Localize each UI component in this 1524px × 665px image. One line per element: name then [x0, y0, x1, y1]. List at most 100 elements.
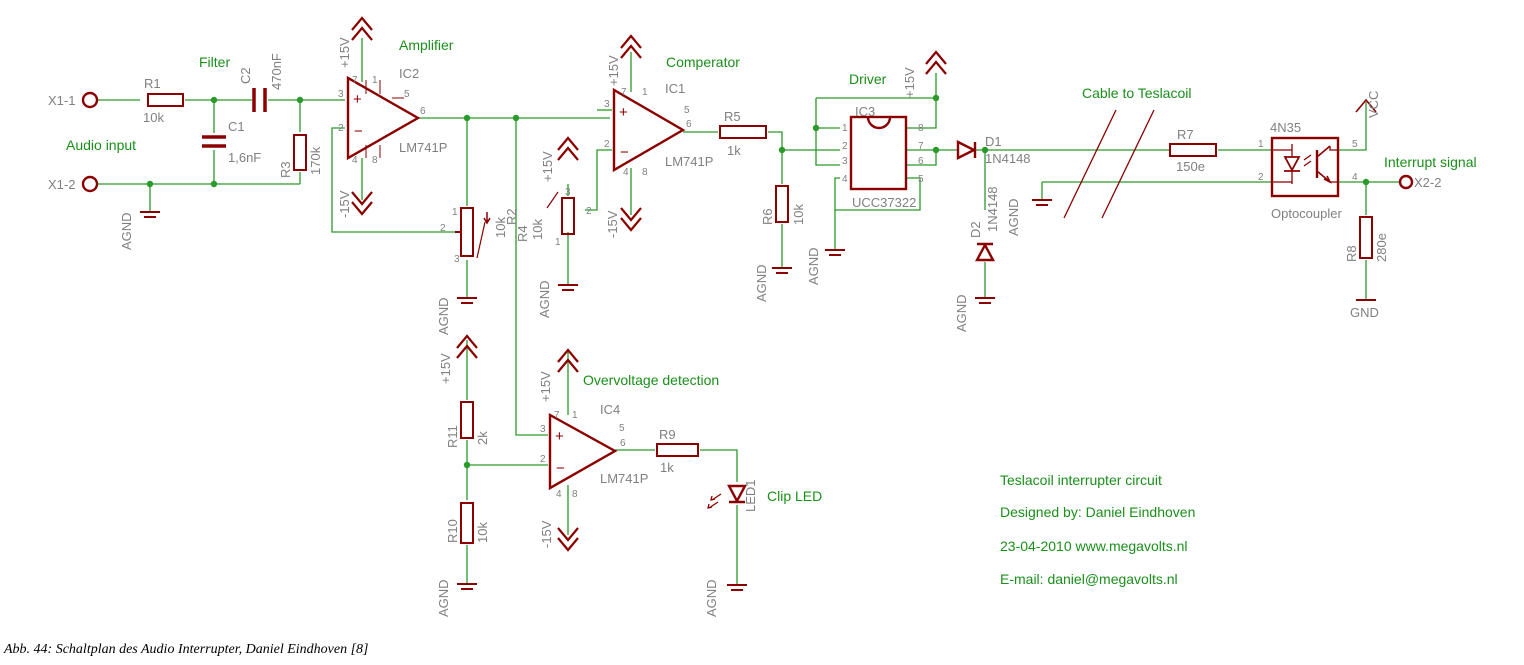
- svg-text:Optocoupler: Optocoupler: [1271, 206, 1342, 221]
- svg-text:10k: 10k: [791, 204, 806, 225]
- svg-text:2: 2: [1258, 172, 1264, 183]
- svg-text:AGND: AGND: [119, 212, 134, 250]
- svg-text:6: 6: [620, 438, 626, 449]
- svg-text:4: 4: [623, 167, 629, 178]
- svg-text:4N35: 4N35: [1270, 120, 1301, 135]
- resistor-r6: R6 10k: [760, 185, 806, 225]
- svg-text:+15V: +15V: [538, 371, 553, 402]
- opamp-ic1: + − 3 2 7 1 5 6 4 8 IC1 LM741P: [604, 81, 713, 178]
- svg-text:3: 3: [338, 89, 344, 100]
- resistor-r5: R5 1k: [719, 109, 767, 158]
- svg-text:R7: R7: [1177, 127, 1194, 142]
- svg-text:1: 1: [842, 123, 848, 134]
- info-line-4: E-mail: daniel@megavolts.nl: [1000, 571, 1178, 587]
- svg-text:150e: 150e: [1176, 159, 1205, 174]
- svg-text:AGND: AGND: [954, 294, 969, 332]
- ground-agnd-cable: AGND: [1006, 198, 1052, 236]
- svg-text:IC4: IC4: [600, 402, 620, 417]
- svg-text:3: 3: [540, 424, 546, 435]
- svg-text:10k: 10k: [475, 522, 490, 543]
- svg-text:R1: R1: [144, 76, 161, 91]
- svg-text:IC3: IC3: [855, 104, 875, 119]
- svg-text:7: 7: [918, 141, 924, 152]
- svg-text:6: 6: [420, 106, 426, 117]
- svg-text:2: 2: [842, 141, 848, 152]
- svg-text:6: 6: [918, 156, 924, 167]
- svg-text:5: 5: [404, 89, 410, 100]
- svg-text:-15V: -15V: [539, 520, 554, 548]
- svg-text:2: 2: [338, 123, 344, 134]
- svg-text:1: 1: [372, 75, 378, 86]
- optocoupler-4n35: 1 2 5 4 4N35 Optocoupler: [1258, 120, 1358, 221]
- svg-text:GND: GND: [1350, 305, 1379, 320]
- supply-neg15-ic4: -15V: [539, 520, 579, 552]
- svg-text:+: +: [619, 104, 628, 121]
- svg-text:X2-2: X2-2: [1414, 175, 1441, 190]
- opamp-ic4: + − 3 2 7 1 5 6 4 8 IC4 LM741P: [540, 402, 648, 500]
- svg-text:+15V: +15V: [337, 37, 352, 68]
- ground-agnd-r6: AGND: [754, 264, 792, 302]
- ground-agnd-r4: AGND: [537, 280, 578, 318]
- svg-text:UCC37322: UCC37322: [852, 195, 916, 210]
- svg-text:10k: 10k: [493, 217, 508, 238]
- connector-x1-2: X1-2: [48, 175, 99, 193]
- opamp-ic2: + − 3 2 7 1 5 6 4 8 IC2 LM741P: [338, 66, 447, 166]
- resistor-r7: R7 150e: [1169, 127, 1217, 174]
- svg-text:8: 8: [572, 489, 578, 500]
- resistor-r10: R10 10k: [445, 502, 490, 544]
- supply-pos15-ic4: +15V: [538, 348, 579, 402]
- svg-text:X1-2: X1-2: [48, 177, 75, 192]
- svg-text:4: 4: [842, 174, 848, 185]
- info-line-2: Designed by: Daniel Eindhoven: [1000, 504, 1195, 520]
- label-filter: Filter: [199, 54, 230, 70]
- svg-text:R10: R10: [445, 519, 460, 543]
- svg-text:1: 1: [452, 207, 458, 218]
- label-clip-led: Clip LED: [767, 488, 822, 504]
- svg-text:8: 8: [642, 167, 648, 178]
- capacitor-c2: C2 470nF: [238, 53, 284, 112]
- svg-text:6: 6: [686, 119, 692, 130]
- svg-text:4: 4: [556, 489, 562, 500]
- svg-text:-15V: -15V: [605, 210, 620, 238]
- diode-d2: D2 1N4148: [968, 186, 1000, 262]
- svg-text:LM741P: LM741P: [665, 154, 713, 169]
- svg-text:7: 7: [352, 75, 358, 86]
- label-overvoltage: Overvoltage detection: [583, 372, 719, 388]
- svg-text:LED1: LED1: [743, 479, 758, 512]
- capacitor-c1: C1 1,6nF: [202, 119, 261, 165]
- svg-text:C2: C2: [238, 67, 253, 84]
- svg-text:R8: R8: [1344, 245, 1359, 262]
- potentiometer-r4: 3 2 1 R4 10k: [515, 187, 592, 248]
- svg-text:VCC: VCC: [1366, 91, 1381, 118]
- label-comparator: Comperator: [666, 54, 740, 70]
- diode-d1: D1 1N4148: [956, 134, 1031, 166]
- supply-pos15-ic1: +15V: [606, 34, 642, 86]
- resistor-r11: R11 2k: [445, 401, 490, 448]
- label-amplifier: Amplifier: [399, 37, 454, 53]
- svg-text:AGND: AGND: [436, 297, 451, 335]
- svg-text:R4: R4: [515, 225, 530, 242]
- figure-caption: Abb. 44: Schaltplan des Audio Interrupte…: [4, 642, 369, 657]
- svg-text:10k: 10k: [143, 110, 164, 125]
- svg-text:−: −: [620, 144, 629, 161]
- svg-text:R9: R9: [659, 427, 676, 442]
- svg-text:5: 5: [918, 174, 924, 185]
- svg-text:1,6nF: 1,6nF: [228, 150, 261, 165]
- svg-text:5: 5: [1352, 139, 1358, 150]
- svg-text:1: 1: [572, 410, 578, 421]
- svg-text:5: 5: [619, 423, 625, 434]
- svg-text:10k: 10k: [530, 219, 545, 240]
- svg-text:IC1: IC1: [665, 81, 685, 96]
- svg-text:3: 3: [842, 156, 848, 167]
- svg-text:170k: 170k: [308, 146, 323, 175]
- svg-text:-15V: -15V: [337, 190, 352, 218]
- svg-text:3: 3: [604, 99, 610, 110]
- svg-text:3: 3: [454, 254, 460, 265]
- info-block: Teslacoil interrupter circuit Designed b…: [1000, 472, 1195, 587]
- svg-text:1N4148: 1N4148: [985, 186, 1000, 232]
- svg-text:R11: R11: [445, 425, 460, 448]
- svg-text:+15V: +15V: [606, 55, 621, 86]
- svg-text:R3: R3: [278, 161, 293, 178]
- label-driver: Driver: [849, 71, 887, 87]
- svg-text:1: 1: [555, 237, 561, 248]
